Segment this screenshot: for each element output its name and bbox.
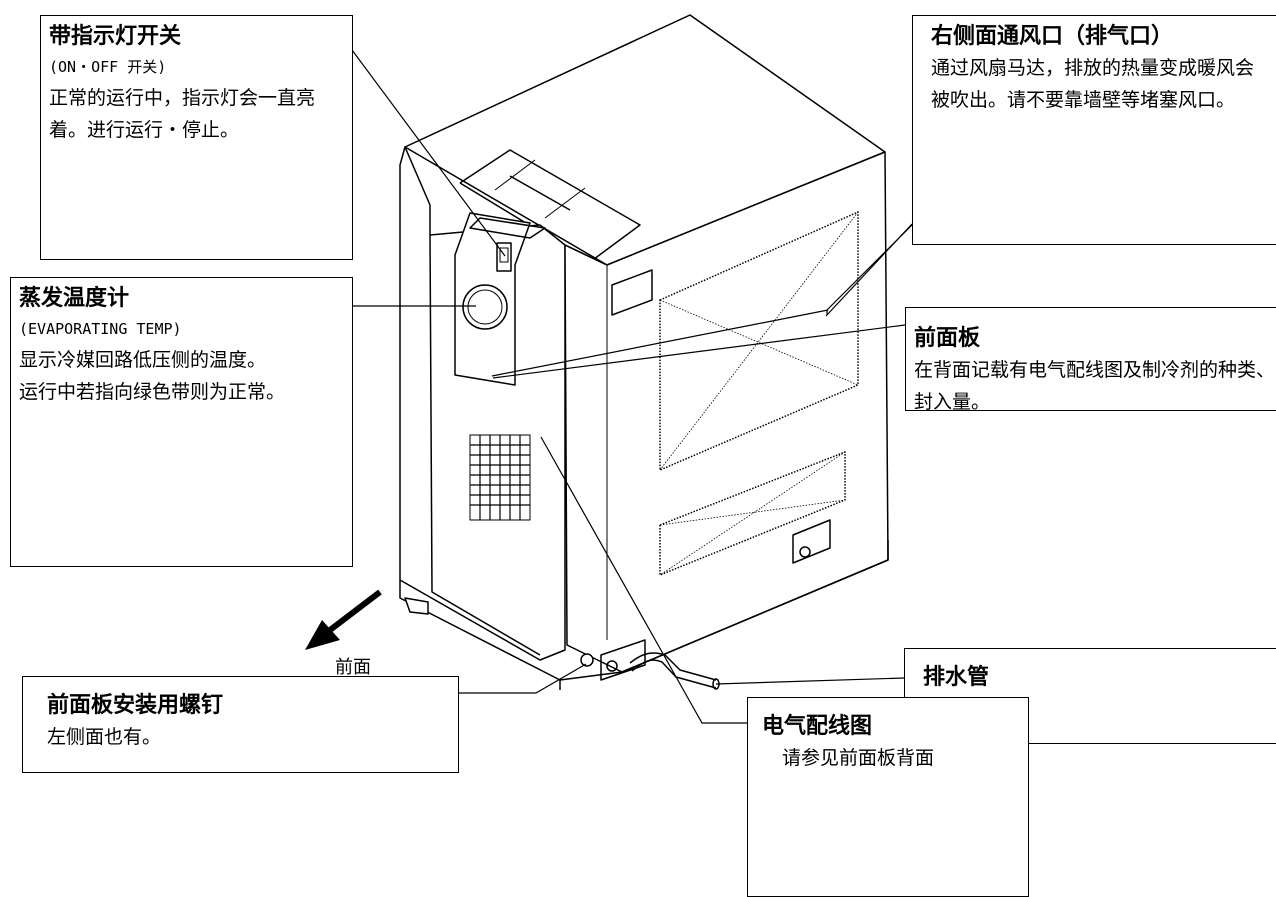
callout-switch-text: 正常的运行中，指示灯会一直亮着。进行运行・停止。 — [49, 87, 316, 141]
indicator-switch — [496, 242, 512, 272]
exhaust-vent-panel — [659, 211, 859, 471]
callout-temp-title: 蒸发温度计 — [19, 286, 130, 311]
drain-pipe — [629, 652, 717, 681]
callout-front-panel-text: 在背面记载有电气配线图及制冷剂的种类、封入量。 — [914, 359, 1276, 413]
callout-front-panel-title: 前面板 — [914, 326, 981, 351]
callout-temp-text-1: 显示冷媒回路低压侧的温度。 — [19, 349, 267, 371]
leader-switch — [351, 49, 506, 257]
callout-screw-title: 前面板安装用螺钉 — [47, 693, 224, 718]
leader-wiring-diagram — [540, 436, 747, 724]
callout-temperature-gauge: 蒸发温度计 (EVAPORATING TEMP) 显示冷媒回路低压侧的温度。 运… — [10, 277, 353, 567]
callout-exhaust-title: 右侧面通风口（排气口） — [931, 24, 1174, 49]
callout-switch: 带指示灯开关 (ON・OFF 开关) 正常的运行中，指示灯会一直亮着。进行运行・… — [40, 15, 353, 260]
callout-drain-title: 排水管 — [923, 665, 990, 690]
callout-wiring-text: 请参见前面板背面 — [782, 747, 935, 769]
callout-front-panel: 前面板 在背面记载有电气配线图及制冷剂的种类、封入量。 — [905, 307, 1276, 413]
callout-switch-subtitle: (ON・OFF 开关) — [49, 58, 167, 76]
callout-wiring-title: 电气配线图 — [762, 714, 873, 739]
unit-front-face — [399, 146, 566, 661]
callout-temp-text-2: 运行中若指向绿色带则为正常。 — [19, 381, 286, 403]
callout-wiring-diagram: 电气配线图 请参见前面板背面 — [747, 697, 1029, 897]
leader-drain-pipe — [715, 677, 905, 685]
callout-temp-subtitle: (EVAPORATING TEMP) — [19, 320, 182, 338]
front-direction-label: 前面 — [335, 657, 371, 678]
callout-screw-text: 左侧面也有。 — [47, 726, 162, 748]
leader-panel-screw — [459, 663, 587, 694]
callout-exhaust-vent: 右侧面通风口（排气口） 通过风扇马达，排放的热量变成暖风会被吹出。请不要靠墙壁等… — [912, 15, 1276, 245]
leader-front-panel — [491, 309, 829, 377]
callout-panel-screw: 前面板安装用螺钉 左侧面也有。 — [22, 676, 459, 773]
unit-base — [399, 540, 889, 681]
front-direction-arrow — [305, 589, 382, 650]
panel-screw — [580, 653, 594, 667]
callout-exhaust-text: 通过风扇马达，排放的热量变成暖风会被吹出。请不要靠墙壁等堵塞风口。 — [931, 57, 1255, 111]
unit-right-face — [564, 151, 889, 673]
temperature-gauge — [462, 284, 508, 330]
callout-switch-title: 带指示灯开关 — [49, 24, 182, 49]
